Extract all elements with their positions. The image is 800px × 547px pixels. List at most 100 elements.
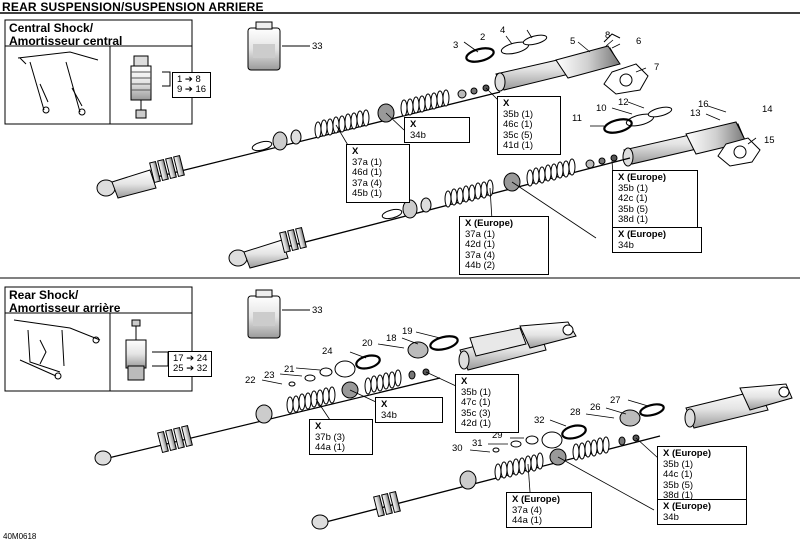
- central-shock-body-2: [603, 106, 761, 167]
- rear-shock-rod-1: [94, 367, 441, 466]
- rear-shock-rod-2: [311, 434, 661, 530]
- part-num: 7: [654, 62, 659, 73]
- ref-line: 17 ➔ 24: [173, 353, 208, 364]
- callout-line: 37a (1): [465, 228, 496, 240]
- callout-head: X: [381, 399, 388, 410]
- callout-line: 35b (5): [618, 203, 649, 215]
- callout-line: 37a (4): [465, 249, 496, 261]
- rear-shock-body-1: [334, 321, 577, 378]
- callout-line: 42d (1): [465, 239, 496, 250]
- central-shock-inset: [4, 19, 193, 125]
- callout-line: 42c (1): [618, 193, 648, 204]
- part-num: 2: [480, 32, 485, 43]
- callout-box: X 34b: [404, 117, 470, 143]
- callout-line: 34b: [381, 409, 397, 421]
- section-title-line: Rear Shock/: [9, 288, 79, 302]
- part-num: 6: [636, 36, 641, 47]
- callout-line: 35b (1): [461, 386, 492, 398]
- callout-line: 35b (1): [663, 458, 694, 470]
- ref-line: 1 ➔ 8: [177, 74, 201, 85]
- section-title-line: Central Shock/: [9, 21, 94, 35]
- callout-box: X 34b: [375, 397, 443, 423]
- part-num: 21: [284, 364, 295, 375]
- callout-box: X 37b (3) 44a (1): [309, 419, 373, 455]
- callout-line: 44c (1): [663, 469, 693, 480]
- part-num: 28: [570, 407, 581, 418]
- callout-head: X: [315, 421, 322, 432]
- part-num: 26: [590, 402, 601, 413]
- part-num: 20: [362, 338, 373, 349]
- part-num: 13: [690, 108, 701, 119]
- ref-line: 25 ➔ 32: [173, 363, 208, 374]
- callout-box: X 35b (1) 46c (1) 35c (5) 41d (1): [497, 96, 561, 155]
- callout-line: 46d (1): [352, 167, 383, 178]
- part-num: 24: [322, 346, 333, 357]
- part-number-labels: 33 2 4 8 6 3 5 7 12 16 14 10 13 11 15 33…: [245, 25, 775, 454]
- callout-box: X (Europe) 34b: [612, 227, 702, 253]
- part-num: 12: [618, 97, 629, 108]
- callout-box: X 35b (1) 47c (1) 35c (3) 42d (1): [455, 374, 519, 433]
- part-num: 3: [453, 40, 458, 51]
- part-num: 30: [452, 443, 463, 454]
- part-num: 27: [610, 395, 621, 406]
- bottom-leader-lines: [261, 331, 659, 511]
- callout-head: X: [503, 98, 510, 109]
- part-num: 23: [264, 370, 275, 381]
- callout-line: 45b (1): [352, 188, 383, 199]
- callout-head: X: [352, 146, 359, 157]
- top-leader-lines: [335, 29, 757, 239]
- part-num: 16: [698, 99, 709, 110]
- callout-box: X (Europe) 34b: [657, 499, 747, 525]
- section-title-line: Amortisseur central: [9, 34, 123, 48]
- callout-line: 35c (5): [503, 129, 533, 141]
- ref-line: 9 ➔ 16: [177, 84, 207, 95]
- part-num: 5: [570, 36, 575, 47]
- part-num: 19: [402, 326, 413, 337]
- inset-ref-central: 1 ➔ 8 9 ➔ 16: [172, 72, 212, 98]
- part-num: 4: [500, 25, 505, 36]
- callout-head: X (Europe): [618, 229, 667, 240]
- callout-head: X: [410, 119, 417, 130]
- inset-ref-rear: 17 ➔ 24 25 ➔ 32: [168, 351, 213, 377]
- oil-bottle-bottom: [247, 289, 310, 339]
- callout-box: X (Europe) 35b (1) 44c (1) 35b (5) 38d (…: [657, 446, 747, 505]
- part-num: 22: [245, 375, 256, 386]
- callout-line: 47c (1): [461, 397, 491, 408]
- section-title-central: Central Shock/ Amortisseur central: [9, 22, 122, 48]
- callout-line: 37a (4): [512, 504, 543, 516]
- callout-line: 34b: [618, 239, 634, 251]
- page-title: REAR SUSPENSION/SUSPENSION ARRIERE: [2, 0, 264, 14]
- callout-head: X (Europe): [618, 172, 667, 183]
- central-shock-body-1: [465, 33, 649, 95]
- part-num: 33: [312, 305, 323, 316]
- callout-line: 37a (1): [352, 156, 383, 168]
- callout-box: X (Europe) 37a (4) 44a (1): [506, 492, 592, 528]
- rear-shock-body-2: [541, 383, 793, 449]
- callout-line: 37b (3): [315, 431, 346, 443]
- section-title-line: Amortisseur arrière: [9, 301, 121, 315]
- callout-line: 44a (1): [315, 442, 346, 453]
- callout-box: X (Europe) 37a (1) 42d (1) 37a (4) 44b (…: [459, 216, 549, 275]
- part-num: 33: [312, 41, 323, 52]
- callout-box: X (Europe) 35b (1) 42c (1) 35b (5) 38d (…: [612, 170, 698, 229]
- callout-line: 35b (5): [663, 479, 694, 491]
- callout-line: 35c (3): [461, 407, 491, 419]
- callout-line: 42d (1): [461, 418, 492, 429]
- callout-line: 38d (1): [618, 214, 649, 225]
- part-num: 10: [596, 103, 607, 114]
- oil-bottle-top: [247, 21, 310, 71]
- callout-line: 35b (1): [503, 108, 534, 120]
- part-num: 29: [492, 430, 503, 441]
- callout-line: 34b: [663, 511, 679, 523]
- part-num: 32: [534, 415, 545, 426]
- callout-line: 46c (1): [503, 119, 533, 130]
- callout-head: X (Europe): [663, 448, 712, 459]
- part-num: 18: [386, 333, 397, 344]
- callout-head: X (Europe): [465, 218, 514, 229]
- callout-line: 37a (4): [352, 177, 383, 189]
- callout-head: X: [461, 376, 468, 387]
- callout-head: X (Europe): [663, 501, 712, 512]
- part-num: 11: [572, 113, 582, 124]
- callout-line: 35b (1): [618, 182, 649, 194]
- part-num: 15: [764, 135, 775, 146]
